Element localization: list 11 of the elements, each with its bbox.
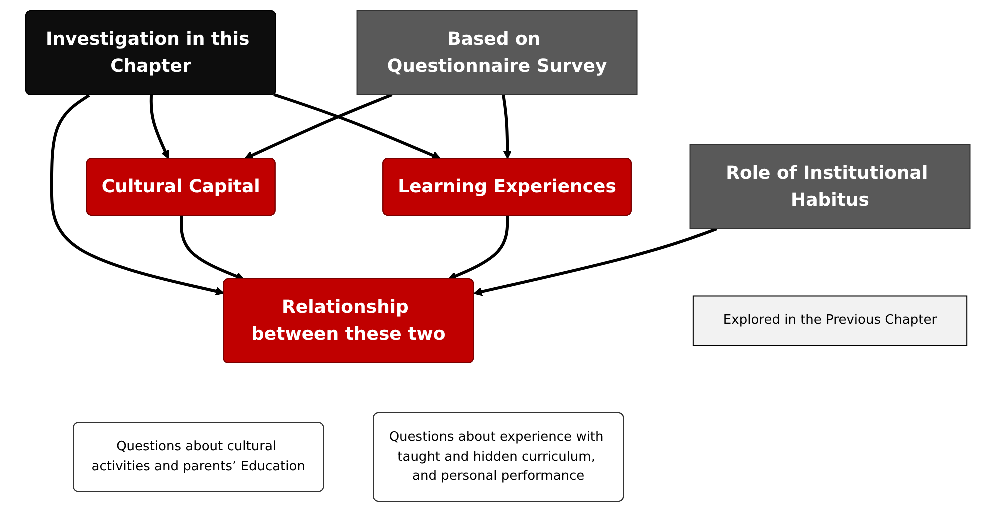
node-box: Explored in the Previous Chapter [693,296,968,346]
arrow [502,94,512,160]
arrow [50,94,225,296]
arrow [448,216,510,280]
node-box: Role of Institutional Habitus [690,144,972,230]
arrow [274,93,442,160]
node-box: Based on Questionnaire Survey [357,10,638,96]
arrow [150,95,170,160]
arrow [474,227,718,296]
arrow [244,93,394,160]
arrow [180,216,245,280]
